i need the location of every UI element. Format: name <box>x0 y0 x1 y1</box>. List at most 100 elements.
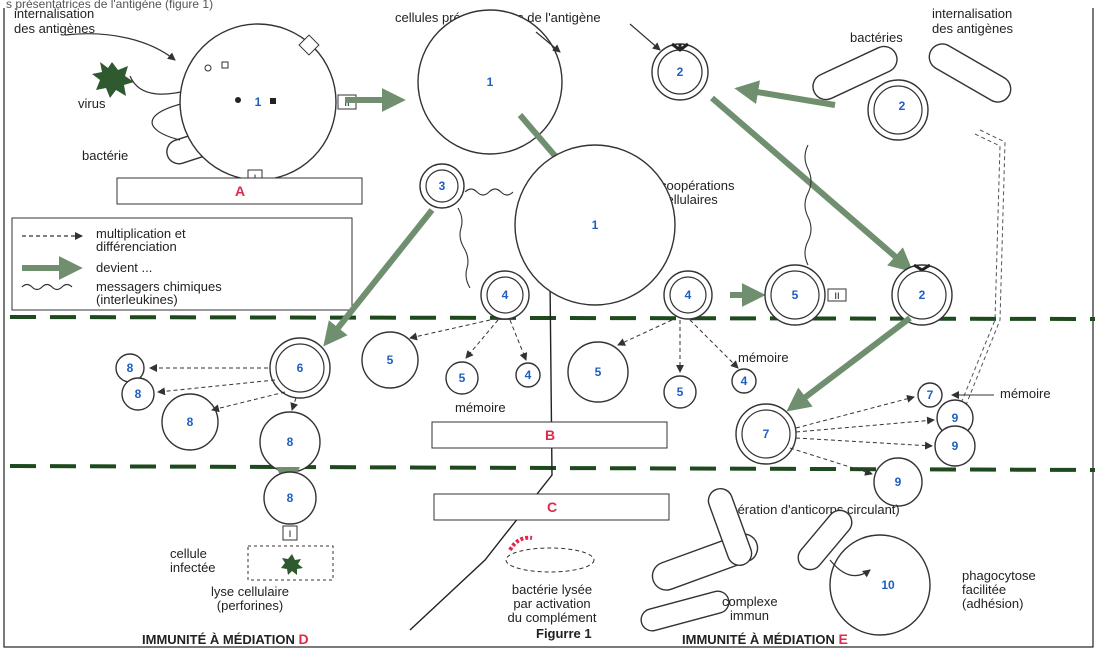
cell-9-b-number: 9 <box>952 439 959 453</box>
box-c <box>433 493 670 521</box>
cell-8-b <box>121 377 155 411</box>
cell-5-small-right-number: 5 <box>677 385 684 399</box>
internalisation-right-line1: internalisation <box>932 6 1012 21</box>
cell-2-b-internalising <box>867 79 929 141</box>
lyse-cellulaire-line1: lyse cellulaire <box>211 584 289 599</box>
opsonized-bacterium <box>797 509 853 571</box>
phagocytose-line1: phagocytose <box>962 568 1036 583</box>
immune-complex-bacterium-b <box>707 487 753 567</box>
cell-4-th-right <box>663 270 713 320</box>
cell-5-small-right <box>663 375 697 409</box>
memoire-label-mid: mémoire <box>738 350 789 365</box>
infected-cell-box <box>247 545 334 581</box>
cell-3-t8-number: 3 <box>439 179 446 193</box>
cell-8-d-number: 8 <box>287 435 294 449</box>
cell-8-b-number: 8 <box>135 387 142 401</box>
legend-wavy-line <box>21 283 73 291</box>
cell-7-number: 7 <box>763 427 770 441</box>
memoire-label-right: mémoire <box>1000 386 1051 401</box>
cell-1-cooperation <box>514 144 676 306</box>
cell-4-memory-right <box>731 368 757 394</box>
box-a <box>116 177 363 205</box>
box-c-letter: C <box>547 499 557 515</box>
cell-4-th-left <box>480 270 530 320</box>
legend-item3-line2: (interleukines) <box>96 292 178 307</box>
cell-5-memory-left-number: 5 <box>387 353 394 367</box>
central-divider-line <box>409 279 553 631</box>
cell-8-e-number: 8 <box>287 491 294 505</box>
virus-label: virus <box>78 96 106 111</box>
antibody-receptor-icon <box>671 42 689 52</box>
cell-4-memory-left <box>515 362 541 388</box>
devient-arrow-4 <box>734 80 836 108</box>
legend-item2: devient ... <box>96 260 152 275</box>
cell-7-memory-number: 7 <box>927 388 934 402</box>
cell-8-c-number: 8 <box>187 415 194 429</box>
devient-arrow-7 <box>786 315 912 412</box>
internalisation-left-line2: des antigènes <box>14 21 95 36</box>
box-a-letter: A <box>235 183 245 199</box>
cell-6-t-cytotoxic <box>269 337 331 399</box>
liberation-anticorps-label: (libération d'anticorps circulant) <box>720 502 900 517</box>
immunite-e-letter: E <box>838 631 847 647</box>
virus-small-icon <box>281 554 303 575</box>
cell-10-number: 10 <box>881 578 895 592</box>
internalisation-left-line1: internalisation <box>14 6 94 21</box>
complexe-immun-line2: immun <box>730 608 769 623</box>
bacteries-label: bactéries <box>850 30 903 45</box>
cell-9-b <box>934 425 976 467</box>
cell-7-b-memory-source <box>735 403 797 465</box>
phagocytose-line3: (adhésion) <box>962 596 1023 611</box>
cell-7-memory <box>917 382 943 408</box>
cell-5-b-activated <box>764 264 826 326</box>
internalisation-right-line2: des antigènes <box>932 21 1013 36</box>
complexe-immun-line1: complexe <box>722 594 778 609</box>
cell-1-apc-middle-number: 1 <box>487 75 494 89</box>
mhc-ii-label-cooperation: II <box>834 291 839 301</box>
lyse-cellulaire-line2: (perforines) <box>217 598 283 613</box>
cell-4-th-right-number: 4 <box>685 288 692 302</box>
cell-2-b-top-number: 2 <box>677 65 684 79</box>
box-b-letter: B <box>545 427 555 443</box>
cell-1-cooperation-number: 1 <box>592 218 599 232</box>
cell-9-c-number: 9 <box>895 475 902 489</box>
cell-4-memory-right-number: 4 <box>741 374 748 388</box>
cell-1-apc-left-number: 1 <box>255 95 262 109</box>
cell-8-a-number: 8 <box>127 361 134 375</box>
immunite-d-letter: D <box>298 631 308 647</box>
cell-6-number: 6 <box>297 361 304 375</box>
cell-10-phagocyte <box>829 534 931 636</box>
mhc-i-label-bottom: I <box>289 529 292 539</box>
box-b <box>431 421 668 449</box>
cell-2-b-cooperation-number: 2 <box>919 288 926 302</box>
phagocytose-line2: facilitée <box>962 582 1006 597</box>
top-partial-caption: s présentatrices de l'antigène (figure 1… <box>6 0 213 11</box>
cell-5-small-left-number: 5 <box>459 371 466 385</box>
complement-activation-mark <box>508 535 533 552</box>
immune-complex-bacterium-c <box>640 590 730 632</box>
cell-4-th-left-number: 4 <box>502 288 509 302</box>
bacterie-lysee-line1: bactérie lysée <box>512 582 592 597</box>
cell-2-b-internalising-number: 2 <box>899 99 906 113</box>
memoire-label-left: mémoire <box>455 400 506 415</box>
legend-item3-line1: messagers chimiques <box>96 279 222 294</box>
bacterie-lysee-line3: du complément <box>508 610 597 625</box>
cell-9-c <box>873 457 923 507</box>
immunite-e-label: IMMUNITÉ À MÉDIATION E <box>682 631 848 647</box>
devient-arrow-5 <box>323 208 435 347</box>
cell-5-small-left <box>445 361 479 395</box>
legend-item1-line1: multiplication et <box>96 226 186 241</box>
cellule-infectee-line1: cellule <box>170 546 207 561</box>
cooperations-line1: coopérations <box>660 178 735 193</box>
devient-arrow-3 <box>710 95 914 273</box>
bacterie-lysee-line2: par activation <box>513 596 590 611</box>
bacterie-label: bactérie <box>82 148 128 163</box>
cell-5-b-activated-number: 5 <box>792 288 799 302</box>
cell-8-e <box>263 471 317 525</box>
legend-item1-line2: différenciation <box>96 239 177 254</box>
internalisation-left-arrow <box>64 33 176 61</box>
virus-icon <box>92 62 134 98</box>
cell-5-plasma-mid <box>567 341 629 403</box>
immunite-d-label: IMMUNITÉ À MÉDIATION D <box>142 631 309 647</box>
